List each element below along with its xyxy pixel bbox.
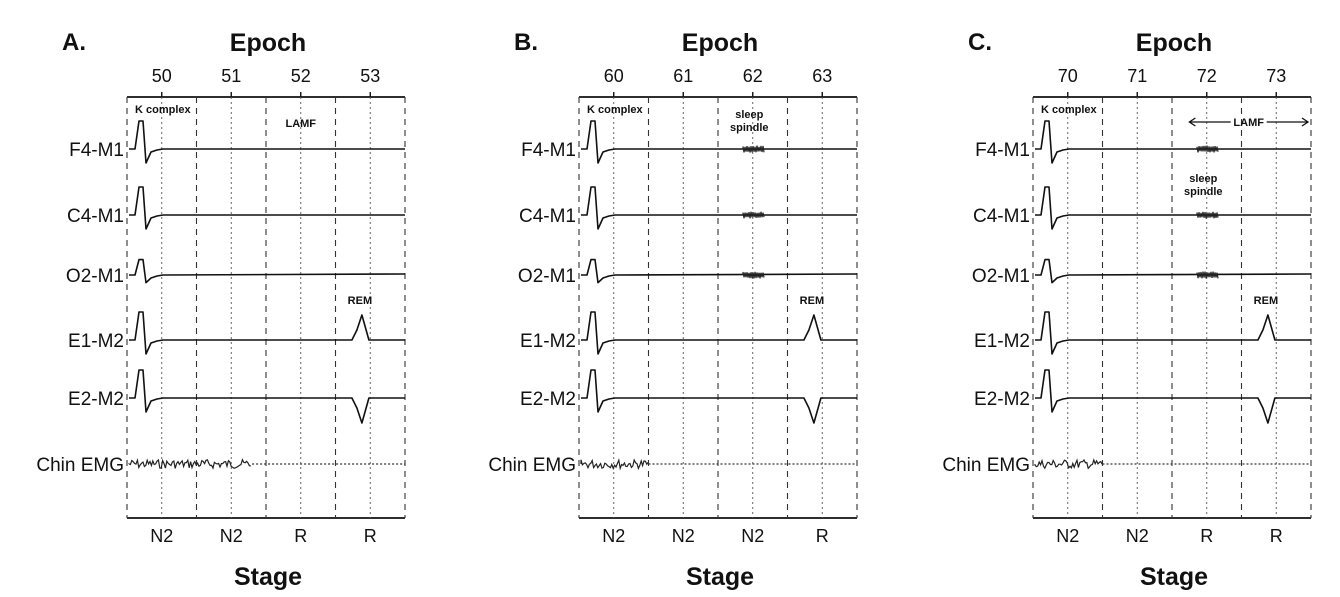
- stage-axis-title: Stage: [234, 563, 302, 591]
- channel-label: O2-M1: [518, 266, 576, 287]
- chin-emg-active: [128, 457, 251, 470]
- channel-label: F4-M1: [975, 140, 1030, 161]
- stage-label: R: [364, 526, 377, 546]
- eeg-trace: [129, 311, 405, 355]
- sleep-spindle-burst: [1196, 271, 1219, 279]
- sleep-spindle-burst: [742, 271, 765, 279]
- channel-label: F4-M1: [69, 140, 124, 161]
- sleep-spindle-label: spindle: [730, 122, 769, 134]
- channel-label: O2-M1: [972, 266, 1030, 287]
- stage-label: N2: [1056, 526, 1079, 546]
- stage-axis-title: Stage: [686, 563, 754, 591]
- stage-label: R: [1270, 526, 1283, 546]
- epoch-number: 60: [604, 66, 624, 86]
- stage-label: N2: [1126, 526, 1149, 546]
- eeg-trace: [129, 258, 406, 284]
- eeg-trace: [1035, 186, 1311, 230]
- sleep-spindle-label: sleep: [1189, 173, 1217, 185]
- channel-label: E2-M2: [974, 389, 1030, 410]
- epoch-number: 73: [1266, 66, 1286, 86]
- epoch-number: 63: [812, 66, 832, 86]
- epoch-number: 61: [673, 66, 693, 86]
- sleep-spindle-label: spindle: [1184, 186, 1223, 198]
- sleep-spindle-label: sleep: [735, 109, 763, 121]
- eeg-trace: [1035, 311, 1311, 355]
- rem-label: REM: [1254, 295, 1278, 307]
- eeg-trace: [1035, 258, 1312, 284]
- sleep-spindle-burst: [742, 145, 765, 153]
- stage-label: N2: [602, 526, 625, 546]
- epoch-number: 51: [221, 66, 241, 86]
- chin-emg-active: [580, 458, 649, 471]
- epoch-axis-title: Epoch: [682, 29, 758, 57]
- stage-label: N2: [150, 526, 173, 546]
- stage-label: N2: [672, 526, 695, 546]
- epoch-number: 50: [152, 66, 172, 86]
- epoch-number: 72: [1197, 66, 1217, 86]
- epoch-axis-title: Epoch: [230, 29, 306, 57]
- stage-label: R: [294, 526, 307, 546]
- panel-letter: B.: [514, 29, 538, 56]
- channel-label: Chin EMG: [488, 455, 576, 476]
- eeg-trace: [129, 120, 405, 164]
- k-complex-label: K complex: [135, 104, 192, 116]
- epoch-number: 71: [1127, 66, 1147, 86]
- k-complex-label: K complex: [1041, 104, 1098, 116]
- eeg-trace: [1035, 120, 1311, 164]
- lamf-label: LAMF: [1233, 117, 1264, 129]
- epoch-number: 52: [291, 66, 311, 86]
- eeg-trace: [581, 258, 858, 284]
- chin-emg-active: [1034, 458, 1103, 470]
- lamf-label: LAMF: [285, 118, 316, 130]
- channel-label: C4-M1: [519, 206, 576, 227]
- channel-label: C4-M1: [973, 206, 1030, 227]
- rem-label: REM: [348, 295, 372, 307]
- eeg-trace: [129, 369, 405, 424]
- stage-label: N2: [220, 526, 243, 546]
- lamf-arrowhead: [1301, 117, 1310, 127]
- stage-axis-title: Stage: [1140, 563, 1208, 591]
- eeg-trace: [581, 186, 857, 230]
- panel-letter: C.: [968, 29, 992, 56]
- eeg-trace: [581, 120, 857, 164]
- rem-label: REM: [800, 295, 824, 307]
- channel-label: E2-M2: [520, 389, 576, 410]
- eeg-trace: [1035, 369, 1311, 424]
- channel-label: E1-M2: [520, 331, 576, 352]
- epoch-number: 62: [743, 66, 763, 86]
- channel-label: E2-M2: [68, 389, 124, 410]
- stage-label: N2: [741, 526, 764, 546]
- eeg-trace: [581, 311, 857, 355]
- sleep-spindle-burst: [742, 211, 765, 219]
- channel-label: C4-M1: [67, 206, 124, 227]
- channel-label: F4-M1: [521, 140, 576, 161]
- lamf-arrowhead: [1188, 117, 1196, 127]
- channel-label: E1-M2: [974, 331, 1030, 352]
- channel-label: Chin EMG: [36, 455, 124, 476]
- epoch-axis-title: Epoch: [1136, 29, 1212, 57]
- channel-label: E1-M2: [68, 331, 124, 352]
- sleep-spindle-burst: [1196, 145, 1219, 153]
- stage-label: R: [816, 526, 829, 546]
- eeg-trace: [129, 186, 405, 230]
- epoch-number: 53: [360, 66, 380, 86]
- channel-label: O2-M1: [66, 266, 124, 287]
- stage-label: R: [1200, 526, 1213, 546]
- channel-label: Chin EMG: [942, 455, 1030, 476]
- k-complex-label: K complex: [587, 104, 644, 116]
- epoch-number: 70: [1058, 66, 1078, 86]
- sleep-spindle-burst: [1196, 211, 1219, 219]
- panel-letter: A.: [62, 29, 86, 56]
- eeg-trace: [581, 369, 857, 424]
